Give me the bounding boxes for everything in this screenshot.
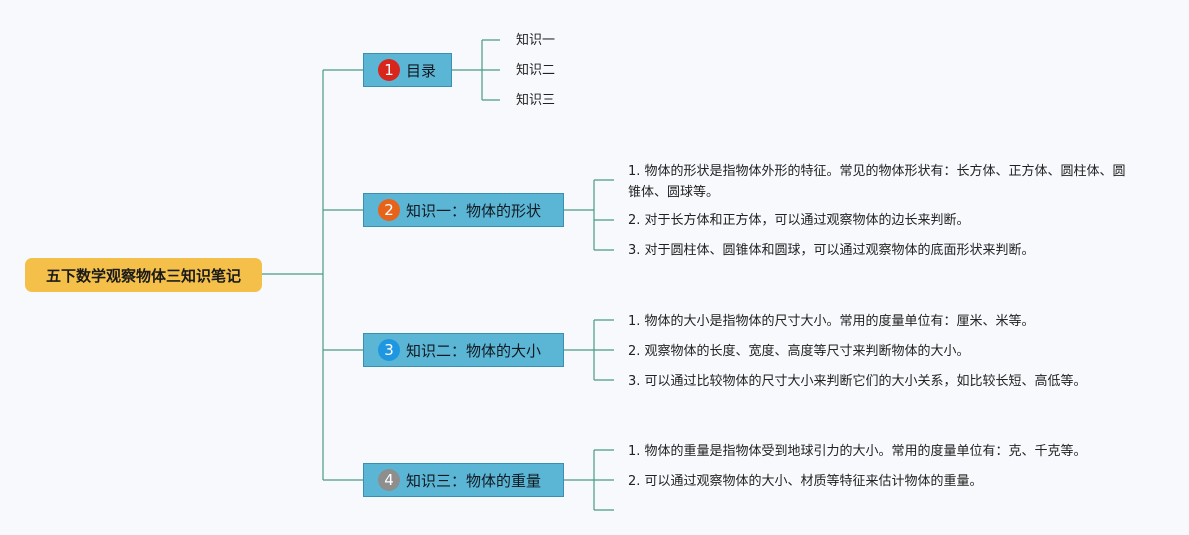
branch-topic-2[interactable]: 2 知识一：物体的形状 bbox=[363, 193, 564, 227]
subtopic-1-3[interactable]: 知识三 bbox=[516, 93, 556, 108]
subtopic-1-1[interactable]: 知识一 bbox=[516, 33, 556, 48]
subtopic-4-2[interactable]: 2. 可以通过观察物体的大小、材质等特征来估计物体的重量。 bbox=[628, 474, 983, 489]
branch-topic-4[interactable]: 4 知识三：物体的重量 bbox=[363, 463, 564, 497]
branch-4-children bbox=[564, 449, 614, 511]
subtopic-2-3[interactable]: 3. 对于圆柱体、圆锥体和圆球，可以通过观察物体的底面形状来判断。 bbox=[628, 243, 1035, 258]
branch-1-children bbox=[452, 39, 500, 101]
number-badge-4: 4 bbox=[378, 469, 400, 491]
number-badge-1: 1 bbox=[378, 59, 400, 81]
subtopic-1-2[interactable]: 知识二 bbox=[516, 63, 556, 78]
branch-label-3: 知识二：物体的大小 bbox=[406, 341, 542, 360]
branch-label-4: 知识三：物体的重量 bbox=[406, 471, 542, 490]
subtopic-3-2[interactable]: 2. 观察物体的长度、宽度、高度等尺寸来判断物体的大小。 bbox=[628, 344, 970, 359]
subtopic-2-1[interactable]: 1. 物体的形状是指物体外形的特征。常见的物体形状有：长方体、正方体、圆柱体、圆… bbox=[628, 164, 1126, 200]
root-topic[interactable]: 五下数学观察物体三知识笔记 bbox=[25, 258, 262, 292]
subtopic-2-2[interactable]: 2. 对于长方体和正方体，可以通过观察物体的边长来判断。 bbox=[628, 213, 970, 228]
subtopic-3-3[interactable]: 3. 可以通过比较物体的尺寸大小来判断它们的大小关系，如比较长短、高低等。 bbox=[628, 374, 1087, 389]
branch-label-1: 目录 bbox=[406, 61, 437, 80]
number-badge-2: 2 bbox=[378, 199, 400, 221]
branch-label-2: 知识一：物体的形状 bbox=[406, 201, 542, 220]
number-badge-3: 3 bbox=[378, 339, 400, 361]
branch-2-children bbox=[564, 179, 614, 251]
subtopic-4-1[interactable]: 1. 物体的重量是指物体受到地球引力的大小。常用的度量单位有：克、千克等。 bbox=[628, 444, 1087, 459]
root-title: 五下数学观察物体三知识笔记 bbox=[45, 266, 241, 285]
branch-3-children bbox=[564, 319, 614, 381]
branch-topic-3[interactable]: 3 知识二：物体的大小 bbox=[363, 333, 564, 367]
subtopic-3-1[interactable]: 1. 物体的大小是指物体的尺寸大小。常用的度量单位有：厘米、米等。 bbox=[628, 314, 1035, 329]
branch-topic-1[interactable]: 1 目录 bbox=[363, 53, 452, 87]
